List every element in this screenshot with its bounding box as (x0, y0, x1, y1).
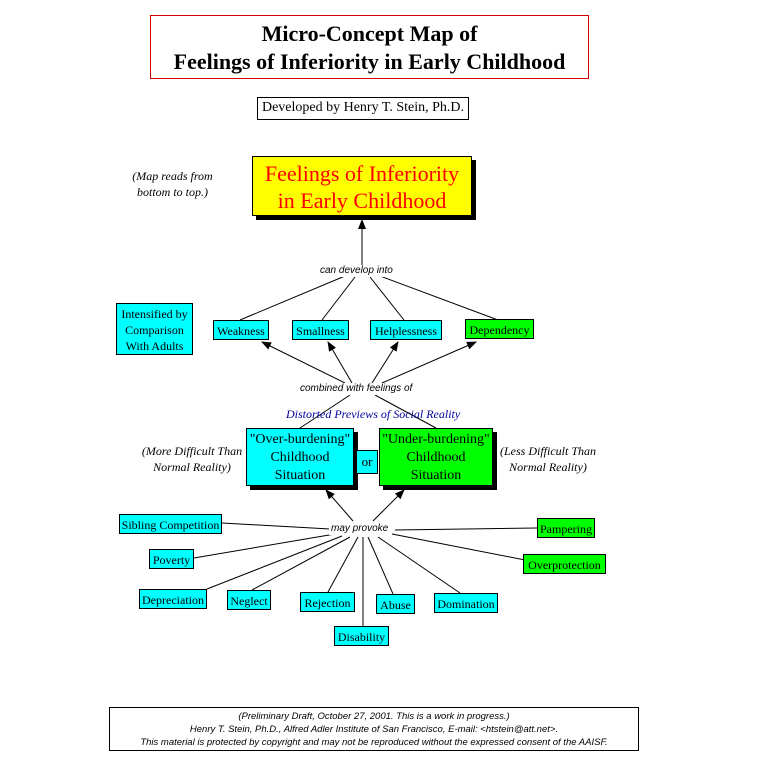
line-weakness (239, 275, 346, 321)
arrow-dependency (381, 341, 477, 384)
footer-line-2: Henry T. Stein, Ph.D., Alfred Adler Inst… (189, 724, 559, 735)
more-difficult-line-1: (More Difficult Than (141, 444, 243, 458)
arrow-helplessness (371, 341, 399, 384)
under-line-1: "Under-burdening" (382, 432, 490, 447)
over-line-3: Situation (274, 468, 326, 483)
intensified-line-3: With Adults (125, 339, 184, 353)
line-under (374, 394, 437, 429)
goal-line-1: Feelings of Inferiority (264, 161, 460, 186)
arrow-smallness (327, 341, 353, 384)
feeling-helplessness: Helplessness (370, 320, 442, 340)
over-line-1: "Over-burdening" (249, 432, 351, 447)
less-difficult-note: (Less Difficult Than Normal Reality) (498, 443, 598, 475)
cause-depreciation: Depreciation (139, 589, 207, 609)
link-combined-with: combined with feelings of (298, 383, 415, 395)
line-pampering (394, 527, 538, 531)
arrow-over (325, 489, 354, 522)
under-line-3: Situation (410, 468, 462, 483)
cause-poverty: Poverty (149, 549, 194, 569)
cause-rejection: Rejection (300, 592, 355, 612)
intensified-box: Intensified by Comparison With Adults (116, 303, 193, 355)
cause-abuse: Abuse (376, 594, 415, 614)
line-depreciation (206, 535, 343, 590)
less-difficult-line-2: Normal Reality) (509, 460, 587, 474)
feeling-smallness: Smallness (292, 320, 349, 340)
cause-neglect: Neglect (227, 590, 271, 610)
link-can-develop-into: can develop into (318, 265, 395, 277)
goal-box: Feelings of Inferiority in Early Childho… (252, 156, 472, 216)
more-difficult-line-2: Normal Reality) (153, 460, 231, 474)
intensified-line-2: Comparison (125, 323, 184, 337)
under-line-2: Childhood (406, 450, 466, 465)
footer-notice: (Preliminary Draft, October 27, 2001. Th… (109, 707, 639, 751)
feeling-dependency: Dependency (465, 319, 534, 339)
less-difficult-line-1: (Less Difficult Than (499, 444, 596, 458)
goal-line-2: in Early Childhood (277, 188, 447, 213)
or-connector: or (356, 450, 378, 474)
reading-note: (Map reads from bottom to top.) (132, 169, 213, 199)
arrow-under (372, 489, 405, 522)
line-domination (377, 536, 461, 594)
line-over (299, 394, 351, 429)
line-dependency (379, 275, 499, 321)
cause-disability: Disability (334, 626, 389, 646)
cause-domination: Domination (434, 593, 498, 613)
over-line-2: Childhood (270, 450, 330, 465)
cause-pampering: Pampering (537, 518, 595, 538)
footer-line-3: This material is protected by copyright … (140, 737, 608, 748)
line-sibling (221, 522, 331, 530)
under-burdening-box: "Under-burdening" Childhood Situation (379, 428, 493, 486)
cause-sibling-competition: Sibling Competition (119, 514, 222, 534)
map-title: Micro-Concept Map of Feelings of Inferio… (150, 15, 589, 79)
footer-line-1: (Preliminary Draft, October 27, 2001. Th… (238, 711, 510, 722)
line-rejection (327, 536, 359, 593)
distorted-previews-label: Distorted Previews of Social Reality (286, 407, 461, 421)
line-overprotection (391, 533, 526, 561)
link-may-provoke: may provoke (329, 523, 391, 535)
line-neglect (251, 536, 351, 591)
feeling-weakness: Weakness (213, 320, 269, 340)
more-difficult-note: (More Difficult Than Normal Reality) (140, 443, 244, 475)
line-smallness (321, 276, 356, 321)
line-poverty (193, 533, 336, 559)
title-line-1: Micro-Concept Map of (261, 21, 478, 46)
over-burdening-box: "Over-burdening" Childhood Situation (246, 428, 354, 486)
title-line-2: Feelings of Inferiority in Early Childho… (173, 49, 566, 74)
intensified-line-1: Intensified by (121, 307, 188, 321)
line-abuse (367, 536, 394, 595)
developer-credit: Developed by Henry T. Stein, Ph.D. (257, 97, 469, 120)
arrow-weakness (261, 341, 346, 384)
line-helplessness (369, 276, 405, 321)
cause-overprotection: Overprotection (523, 554, 606, 574)
